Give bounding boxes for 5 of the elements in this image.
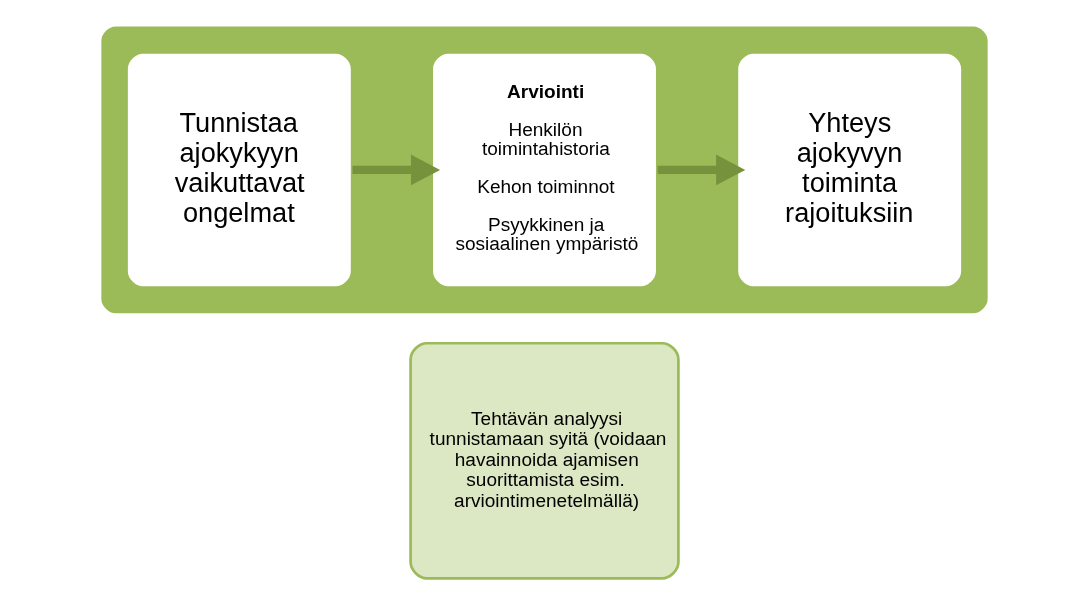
node-box: Yhteys ajokyvyn toiminta rajoituksiin — [735, 51, 964, 289]
arrow — [657, 154, 745, 186]
node-box: Tunnistaa ajokykyyn vaikuttavat ongelmat — [124, 51, 353, 289]
arrow — [351, 154, 440, 186]
node-box: Tehtävän analyysi tunnistamaan syitä (voidaan havainnoida ajamisen suorittamista esim. arviointimenetelmällä) — [408, 341, 680, 580]
